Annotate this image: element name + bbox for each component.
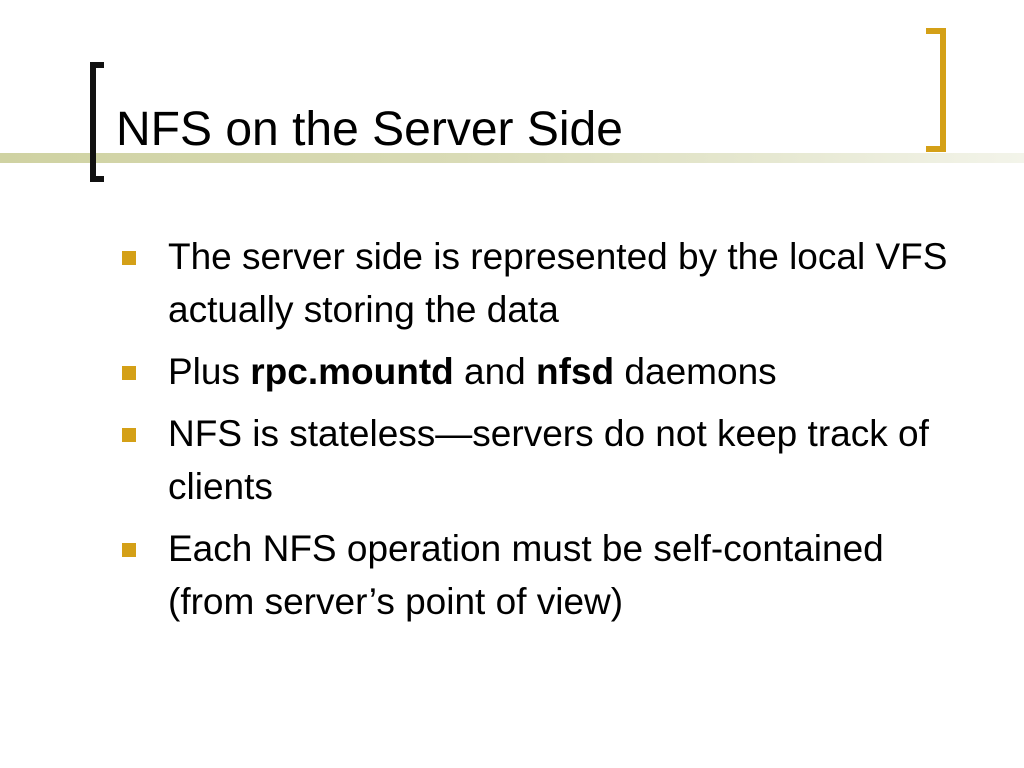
bullet-text-part: and — [453, 351, 537, 392]
bullet-text-bold-rpc-mountd: rpc.mountd — [250, 351, 454, 392]
bullet-text-bold-nfsd: nfsd — [536, 351, 615, 392]
bullet-text: Each NFS operation must be self-containe… — [168, 528, 884, 622]
title-underline-rule — [0, 153, 1024, 163]
bullet-text-part: Plus — [168, 351, 251, 392]
bullet-text: The server side is represented by the lo… — [168, 236, 948, 330]
bullet-list: The server side is represented by the lo… — [118, 230, 958, 637]
slide-title: NFS on the Server Side — [116, 103, 623, 156]
bullet-item-2: Plus rpc.mountd and nfsd daemons — [118, 345, 958, 398]
bullet-text: NFS is stateless—servers do not keep tra… — [168, 413, 929, 507]
bullet-item-1: The server side is represented by the lo… — [118, 230, 958, 336]
square-bullet-icon — [122, 543, 136, 557]
bullet-item-4: Each NFS operation must be self-containe… — [118, 522, 958, 628]
square-bullet-icon — [122, 366, 136, 380]
right-bracket-decoration — [926, 28, 946, 152]
bullet-item-3: NFS is stateless—servers do not keep tra… — [118, 407, 958, 513]
bullet-text-part: daemons — [614, 351, 777, 392]
left-bracket-decoration — [90, 62, 104, 182]
square-bullet-icon — [122, 251, 136, 265]
square-bullet-icon — [122, 428, 136, 442]
